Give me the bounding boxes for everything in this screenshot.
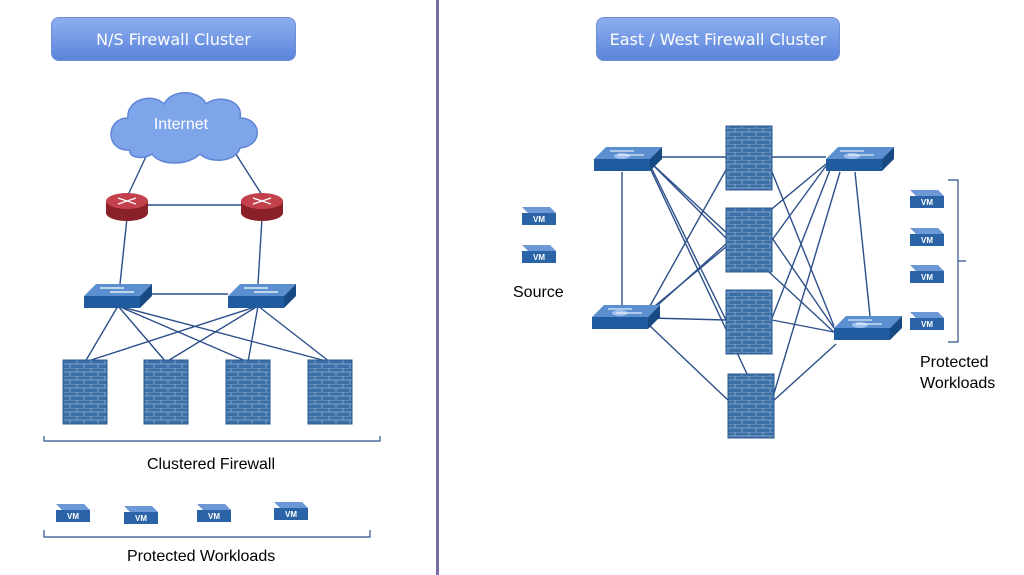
ew-workloads-bracket bbox=[948, 179, 966, 343]
internet-cloud-icon bbox=[110, 92, 258, 164]
firewall-icon bbox=[307, 359, 353, 425]
vm-icon: VM bbox=[910, 265, 944, 283]
svg-text:VM: VM bbox=[921, 320, 933, 329]
clustered-firewall-label: Clustered Firewall bbox=[147, 456, 276, 473]
firewall-icon bbox=[143, 359, 189, 425]
firewall-icon bbox=[725, 289, 773, 355]
ew-links bbox=[621, 156, 871, 403]
ew-workloads-line1: Protected bbox=[920, 354, 989, 371]
firewall-icon bbox=[725, 207, 773, 273]
vm-icon: VM bbox=[522, 207, 556, 225]
vm-icon: VM bbox=[124, 506, 158, 524]
firewall-icon bbox=[727, 373, 775, 439]
firewall-group-bracket bbox=[43, 436, 381, 442]
vm-icon: VM bbox=[910, 312, 944, 330]
internet-label: Internet bbox=[154, 116, 209, 133]
svg-text:VM: VM bbox=[533, 253, 545, 262]
vm-icon: VM bbox=[197, 504, 231, 522]
vm-icon: VM bbox=[522, 245, 556, 263]
svg-text:VM: VM bbox=[135, 514, 147, 523]
vm-icon: VM bbox=[910, 190, 944, 208]
router-icon bbox=[241, 193, 283, 221]
switch-icon bbox=[834, 316, 902, 340]
ns-protected-workloads-label: Protected Workloads bbox=[127, 548, 276, 565]
vm-icon: VM bbox=[910, 228, 944, 246]
firewall-icon bbox=[725, 125, 773, 191]
svg-text:VM: VM bbox=[285, 510, 297, 519]
svg-text:VM: VM bbox=[921, 273, 933, 282]
switch-icon bbox=[592, 305, 660, 329]
svg-text:VM: VM bbox=[921, 198, 933, 207]
svg-text:VM: VM bbox=[208, 512, 220, 521]
router-icon bbox=[106, 193, 148, 221]
ew-cluster-title: East / West Firewall Cluster bbox=[596, 17, 840, 61]
ew-workloads-line2: Workloads bbox=[920, 375, 996, 392]
firewall-icon bbox=[225, 359, 271, 425]
ew-protected-workloads-label: Protected Workloads bbox=[920, 352, 995, 394]
workloads-bracket bbox=[43, 530, 371, 538]
vm-icon: VM bbox=[274, 502, 308, 520]
switch-icon bbox=[826, 147, 894, 171]
switch-icon bbox=[594, 147, 662, 171]
svg-text:VM: VM bbox=[67, 512, 79, 521]
ns-cluster-title: N/S Firewall Cluster bbox=[51, 17, 296, 61]
source-label: Source bbox=[513, 284, 564, 301]
vm-icon: VM bbox=[56, 504, 90, 522]
switch-icon bbox=[228, 284, 296, 308]
panel-divider bbox=[436, 0, 439, 575]
ns-links bbox=[84, 147, 331, 363]
svg-text:VM: VM bbox=[921, 236, 933, 245]
firewall-icon bbox=[62, 359, 108, 425]
svg-text:VM: VM bbox=[533, 215, 545, 224]
switch-icon bbox=[84, 284, 152, 308]
